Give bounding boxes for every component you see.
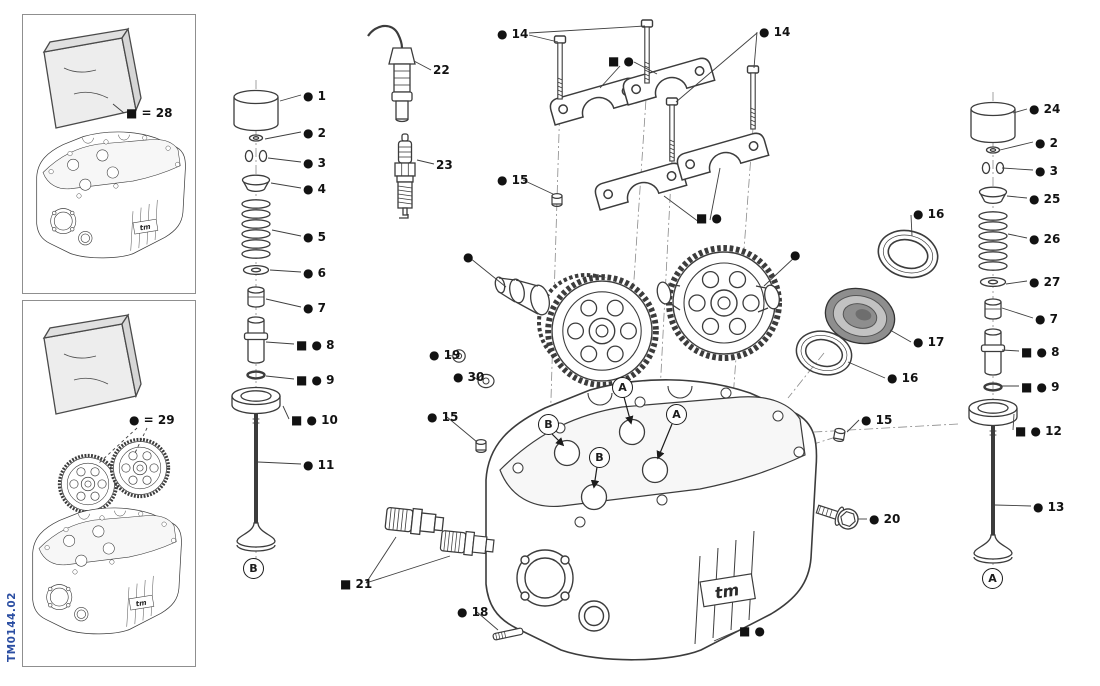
camshaft-gear-left <box>494 273 656 385</box>
part-label-25: ● 25 <box>1029 192 1061 206</box>
part-label-9: ■ ● 9 <box>296 373 335 387</box>
part-label-15-top: ● 15 <box>497 173 529 187</box>
part-label-2: ● 2 <box>303 126 326 140</box>
part-label-20: ● 20 <box>869 512 901 526</box>
part-label-26: ● 26 <box>1029 232 1061 246</box>
part-label-8-right: ■ ● 8 <box>1021 345 1060 359</box>
part-label-18: ● 18 <box>457 605 489 619</box>
spark-plug-cap <box>367 24 416 123</box>
part-label-19: ● 19 <box>429 348 461 362</box>
part-label-16-bottom: ● 16 <box>887 371 919 385</box>
o-ring-16-top <box>872 223 944 285</box>
part-label-10: ■ ● 10 <box>291 413 338 427</box>
kit-label-29: ● = 29 <box>129 413 175 427</box>
spark-plug <box>394 133 416 219</box>
camshaft-gear-right <box>656 248 781 358</box>
kit-dot-cam-left: ● <box>463 250 474 264</box>
valve-stack-left <box>230 78 282 564</box>
bolt-20 <box>815 504 859 530</box>
part-label-22: 22 <box>433 63 450 77</box>
part-label-8: ■ ● 8 <box>296 338 335 352</box>
ref-letter-a-head-1: A <box>612 377 633 398</box>
part-label-1: ● 1 <box>303 89 326 103</box>
part-label-2-right: ● 2 <box>1035 136 1058 150</box>
part-label-30: ● 30 <box>453 370 485 384</box>
kit-marker-caps: ■ ● <box>696 211 722 225</box>
kit-label-28: ■ = 28 <box>126 106 173 120</box>
part-label-6: ● 6 <box>303 266 326 280</box>
part-label-15-right: ● 15 <box>861 413 893 427</box>
washer-30 <box>477 373 495 389</box>
ref-letter-a-head-2: A <box>666 404 687 425</box>
reference-arrows <box>551 396 673 489</box>
part-label-4: ● 4 <box>303 182 326 196</box>
part-label-3-right: ● 3 <box>1035 164 1058 178</box>
part-label-5: ● 5 <box>303 230 326 244</box>
part-label-16-top: ● 16 <box>913 207 945 221</box>
stud-18 <box>492 627 524 641</box>
part-label-23: 23 <box>436 158 453 172</box>
part-label-7-right: ● 7 <box>1035 312 1058 326</box>
leader-lines <box>112 25 1034 642</box>
part-label-24: ● 24 <box>1029 102 1061 116</box>
drawing-code: TM0144.02 <box>6 592 18 662</box>
kit-29-leaders <box>97 427 148 465</box>
part-label-11: ● 11 <box>303 458 335 472</box>
kit-marker-bottom: ■ ● <box>739 624 765 638</box>
part-label-27: ● 27 <box>1029 275 1061 289</box>
ref-letter-a-valve-right: A <box>982 568 1003 589</box>
part-label-3: ● 3 <box>303 156 326 170</box>
kit-marker-top: ■ ● <box>608 54 634 68</box>
part-label-21: ■ 21 <box>340 577 373 591</box>
camshaft-caps <box>547 55 770 211</box>
part-label-14-right: ● 14 <box>759 25 791 39</box>
inset-kit-28-content <box>36 28 186 259</box>
washer-19 <box>452 349 466 363</box>
valve-stack-right <box>967 90 1019 576</box>
part-label-17: ● 17 <box>913 335 945 349</box>
part-label-15-left: ● 15 <box>427 410 459 424</box>
fitting-21-a <box>384 505 445 538</box>
ref-letter-b-head-1: B <box>538 414 559 435</box>
part-label-14-left: ● 14 <box>497 27 529 41</box>
ref-letter-b-head-2: B <box>589 447 610 468</box>
cylinder-head <box>485 379 818 661</box>
ref-letter-b-valve-left: B <box>243 558 264 579</box>
part-label-13: ● 13 <box>1033 500 1065 514</box>
part-label-9-right: ■ ● 9 <box>1021 380 1060 394</box>
part-label-7: ● 7 <box>303 301 326 315</box>
rubber-cap-17 <box>824 287 896 345</box>
part-label-12: ■ ● 12 <box>1015 424 1062 438</box>
inset-kit-29-content <box>32 314 182 635</box>
kit-dot-cam-right: ● <box>790 248 801 262</box>
